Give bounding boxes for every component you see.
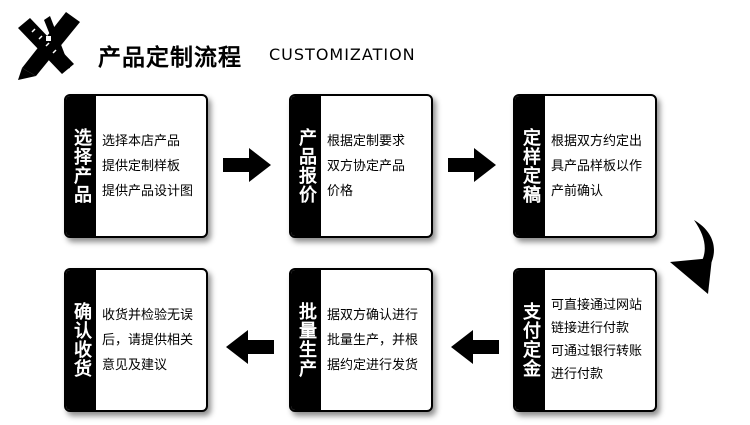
step-label-text: 产品报价 [296, 128, 317, 204]
step-description: 收货并检验无误 后，请提供相关 意见及建议 [102, 270, 203, 410]
step-label-text: 支付定金 [520, 302, 541, 378]
step-label: 批量生产 [291, 270, 321, 410]
step-card-sample: 定样定稿 根据双方约定出 具产品样板以作 产前确认 [513, 94, 657, 238]
arrow-right-icon [448, 148, 496, 182]
step-line: 后，请提供相关 [102, 332, 194, 348]
step-line: 提供产品设计图 [102, 183, 194, 199]
step-label-text: 定样定稿 [520, 128, 541, 204]
step-label: 支付定金 [515, 270, 545, 410]
step-description: 根据双方约定出 具产品样板以作 产前确认 [551, 96, 652, 236]
step-line: 意见及建议 [102, 357, 168, 373]
step-line: 可直接通过网站 [551, 298, 643, 313]
curved-arrow-down-icon [670, 220, 714, 294]
step-description: 根据定制要求 双方协定产品 价格 [327, 96, 428, 236]
step-card-receipt: 确认收货 收货并检验无误 后，请提供相关 意见及建议 [64, 268, 208, 412]
step-line: 可通过银行转账 [551, 344, 643, 359]
step-line: 进行付款 [551, 367, 604, 382]
step-line: 提供定制样板 [102, 158, 181, 174]
step-line: 根据双方约定出 [551, 133, 643, 149]
step-card-quote: 产品报价 根据定制要求 双方协定产品 价格 [289, 94, 433, 238]
step-line: 收货并检验无误 [102, 307, 194, 323]
step-line: 具产品样板以作 [551, 158, 643, 174]
step-description: 选择本店产品 提供定制样板 提供产品设计图 [102, 96, 203, 236]
step-label: 选择产品 [66, 96, 96, 236]
step-label-text: 批量生产 [296, 302, 317, 378]
page-title: 产品定制流程 [98, 45, 242, 71]
arrow-left-icon [226, 330, 274, 364]
step-line: 批量生产，并根 [327, 332, 419, 348]
step-label-text: 选择产品 [71, 128, 92, 204]
step-label-text: 确认收货 [71, 302, 92, 378]
step-line: 产前确认 [551, 183, 604, 199]
step-line: 链接进行付款 [551, 321, 630, 336]
step-line: 据双方确认进行 [327, 307, 419, 323]
step-card-select-product: 选择产品 选择本店产品 提供定制样板 提供产品设计图 [64, 94, 208, 238]
step-line: 价格 [327, 183, 354, 199]
header: 产品定制流程 CUSTOMIZATION [10, 6, 610, 80]
arrow-left-icon [451, 330, 499, 364]
step-card-deposit: 支付定金 可直接通过网站 链接进行付款 可通过银行转账 进行付款 [513, 268, 657, 412]
pen-and-ruler-icon [18, 12, 80, 80]
step-line: 根据定制要求 [327, 133, 406, 149]
step-label: 定样定稿 [515, 96, 545, 236]
step-description: 可直接通过网站 链接进行付款 可通过银行转账 进行付款 [551, 270, 652, 410]
arrow-right-icon [223, 148, 271, 182]
page-subtitle: CUSTOMIZATION [269, 45, 416, 64]
step-line: 双方协定产品 [327, 158, 406, 174]
step-card-production: 批量生产 据双方确认进行 批量生产，并根 据约定进行发货 [289, 268, 433, 412]
step-label: 确认收货 [66, 270, 96, 410]
step-description: 据双方确认进行 批量生产，并根 据约定进行发货 [327, 270, 428, 410]
step-line: 选择本店产品 [102, 133, 181, 149]
step-line: 据约定进行发货 [327, 357, 419, 373]
step-label: 产品报价 [291, 96, 321, 236]
